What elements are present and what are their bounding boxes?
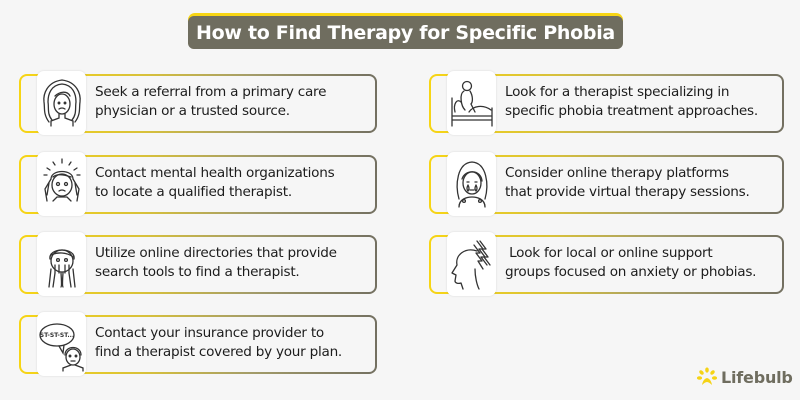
tip-line-2: find a therapist covered by your plan.	[95, 344, 343, 360]
tip-card-support-groups: Look for local or online support groups …	[429, 232, 784, 296]
stuttering-speech-bubble-icon: ST-ST-ST...	[37, 312, 86, 376]
tip-card-organizations: Contact mental health organizations to l…	[19, 152, 377, 216]
stressed-person-holding-head-icon	[37, 152, 86, 216]
woman-wavy-hair-worried-icon	[37, 71, 86, 135]
person-in-bed-icon	[447, 71, 496, 135]
tip-text: Consider online therapy platforms that p…	[505, 164, 776, 202]
tip-line-1: Utilize online directories that provide	[95, 245, 337, 261]
tip-line-2: to locate a qualified therapist.	[95, 184, 292, 200]
tip-line-1: Look for local or online support	[505, 245, 713, 261]
tip-card-directories: Utilize online directories that provide …	[19, 232, 377, 296]
speech-bubble-text: ST-ST-ST...	[39, 332, 73, 339]
tip-text: Look for local or online support groups …	[505, 244, 776, 282]
tip-text: Contact your insurance provider to find …	[95, 324, 369, 362]
tip-text: Contact mental health organizations to l…	[95, 164, 369, 202]
tip-line-2: specific phobia treatment approaches.	[505, 103, 758, 119]
logo-text: Lifebulb	[721, 367, 793, 387]
tip-card-referral: Seek a referral from a primary care phys…	[19, 71, 377, 135]
lifebulb-sun-icon	[697, 367, 717, 385]
tip-card-insurance: ST-ST-ST... Contact your insurance provi…	[19, 312, 377, 376]
crying-woman-icon	[447, 152, 496, 216]
tip-text: Seek a referral from a primary care phys…	[95, 83, 369, 121]
lifebulb-logo[interactable]: Lifebulb	[697, 366, 793, 388]
page-title: How to Find Therapy for Specific Phobia	[188, 16, 623, 49]
tip-line-1: Look for a therapist specializing in	[505, 84, 730, 100]
title-banner: How to Find Therapy for Specific Phobia	[188, 13, 623, 49]
tip-line-2: physician or a trusted source.	[95, 103, 290, 119]
tip-line-1: Seek a referral from a primary care	[95, 84, 327, 100]
tip-card-specialist: Look for a therapist specializing in spe…	[429, 71, 784, 135]
tip-text: Look for a therapist specializing in spe…	[505, 83, 776, 121]
tip-line-1: Contact mental health organizations	[95, 165, 335, 181]
tip-line-2: that provide virtual therapy sessions.	[505, 184, 750, 200]
head-lightning-icon	[447, 232, 496, 296]
tip-card-online-platforms: Consider online therapy platforms that p…	[429, 152, 784, 216]
tip-line-2: search tools to find a therapist.	[95, 264, 300, 280]
tip-text: Utilize online directories that provide …	[95, 244, 369, 282]
tip-line-2: groups focused on anxiety or phobias.	[505, 264, 757, 280]
tip-line-1: Contact your insurance provider to	[95, 325, 324, 341]
tip-line-1: Consider online therapy platforms	[505, 165, 729, 181]
person-covering-mouth-icon	[37, 232, 86, 296]
